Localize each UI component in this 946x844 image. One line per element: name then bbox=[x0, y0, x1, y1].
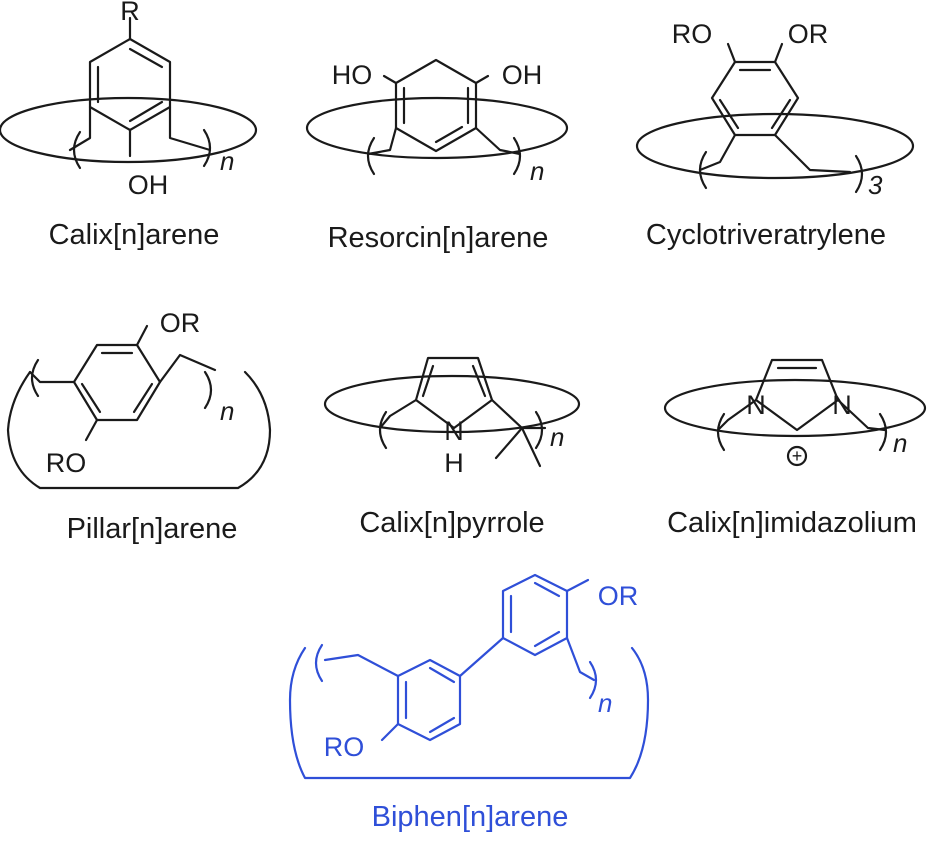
calixarene-label: Calix[n]arene bbox=[49, 219, 220, 251]
structure-calixarene: R OH n Calix[n]arene bbox=[0, 0, 258, 251]
resorcinarene-substituent-right: OH bbox=[502, 60, 543, 90]
structure-pillararene: OR RO n Pillar[n]arene bbox=[6, 308, 272, 545]
pillararene-bonds bbox=[6, 324, 272, 490]
pillararene-label: Pillar[n]arene bbox=[67, 513, 238, 545]
resorcinarene-substituent-left: HO bbox=[332, 60, 373, 90]
calixpyrrole-label: Calix[n]pyrrole bbox=[359, 507, 544, 539]
calixim-nitrogen-left: N bbox=[746, 390, 766, 420]
calixpyrrole-repeat-subscript: n bbox=[550, 422, 564, 452]
cyclotriveratrylene-label: Cyclotriveratrylene bbox=[646, 219, 886, 251]
pillararene-substituent-top: OR bbox=[160, 308, 201, 338]
caliximidazolium-bonds bbox=[663, 358, 927, 467]
calixim-nitrogen-right: N bbox=[832, 390, 852, 420]
resorcinarene-bonds bbox=[305, 58, 569, 176]
biphenarene-bonds bbox=[288, 573, 650, 780]
calixim-label: Calix[n]imidazolium bbox=[667, 507, 917, 539]
pillararene-substituent-bottom: RO bbox=[46, 448, 87, 478]
biphenarene-substituent-bottom: RO bbox=[324, 732, 365, 762]
cyclotriveratrylene-substituent-right: OR bbox=[788, 19, 829, 49]
biphenarene-substituent-top: OR bbox=[598, 581, 639, 611]
pillararene-repeat-subscript: n bbox=[220, 396, 234, 426]
biphenarene-label: Biphen[n]arene bbox=[372, 801, 569, 833]
structure-cyclotriveratrylene: RO OR 3 Cyclotriveratrylene bbox=[635, 19, 915, 251]
structure-resorcinarene: HO OH n Resorcin[n]arene bbox=[305, 58, 569, 254]
calixpyrrole-nitrogen: N bbox=[444, 416, 464, 446]
calixarene-substituent-top: R bbox=[120, 0, 140, 26]
cyclotriveratrylene-repeat-subscript: 3 bbox=[868, 170, 883, 200]
calixim-positive-charge: + bbox=[792, 446, 803, 466]
calixarene-substituent-bottom: OH bbox=[128, 170, 169, 200]
calixarene-bonds bbox=[0, 16, 258, 170]
calixarene-repeat-subscript: n bbox=[220, 146, 234, 176]
resorcinarene-repeat-subscript: n bbox=[530, 156, 544, 186]
biphenarene-repeat-subscript: n bbox=[598, 688, 612, 718]
calixpyrrole-bonds bbox=[323, 356, 581, 468]
cyclotriveratrylene-substituent-left: RO bbox=[672, 19, 713, 49]
calixim-repeat-subscript: n bbox=[893, 428, 907, 458]
calixpyrrole-hydrogen: H bbox=[444, 448, 464, 478]
structure-caliximidazolium: N N + n Calix[n]imidazolium bbox=[663, 358, 927, 539]
resorcinarene-label: Resorcin[n]arene bbox=[328, 222, 549, 254]
cyclotriveratrylene-bonds bbox=[635, 42, 915, 194]
structure-calixpyrrole: N H n Calix[n]pyrrole bbox=[323, 356, 581, 539]
structure-biphenarene: OR RO n Biphen[n]arene bbox=[288, 573, 650, 833]
